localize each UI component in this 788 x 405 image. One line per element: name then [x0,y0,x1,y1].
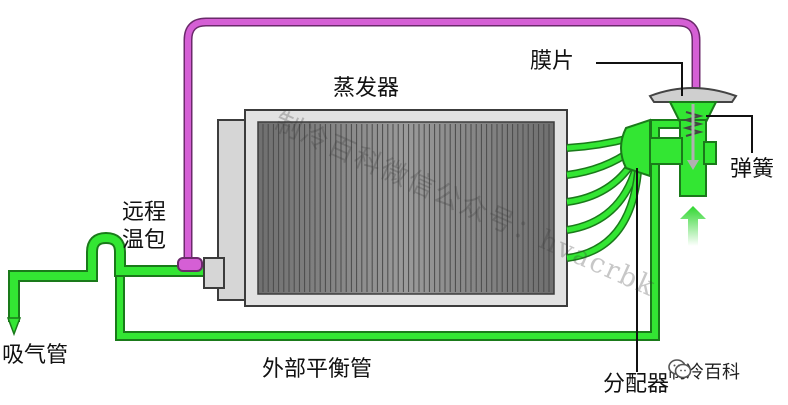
label-spring: 弹簧 [730,157,775,182]
leader-lines [596,62,753,372]
suction-pipe [6,231,207,337]
spring-icon [682,111,704,137]
brand-badge: 制冷百科 [668,358,740,384]
evaporator [203,109,568,307]
label-remote-bulb-line1: 远程 [122,200,167,225]
up-arrow-icon [680,206,706,246]
remote-bulb [177,257,203,272]
label-diaphragm: 膜片 [530,49,575,74]
label-evaporator: 蒸发器 [333,76,400,101]
label-suction-pipe: 吸气管 [2,343,69,368]
capillary-tube [183,17,701,268]
external-equalizer-line [115,119,690,341]
distributor [620,118,651,178]
expansion-valve [648,87,738,197]
label-external-equalizer: 外部平衡管 [262,357,373,382]
label-remote-bulb-line2: 温包 [122,228,167,253]
wechat-icon [668,359,692,379]
label-distributor: 分配器 [603,372,670,397]
